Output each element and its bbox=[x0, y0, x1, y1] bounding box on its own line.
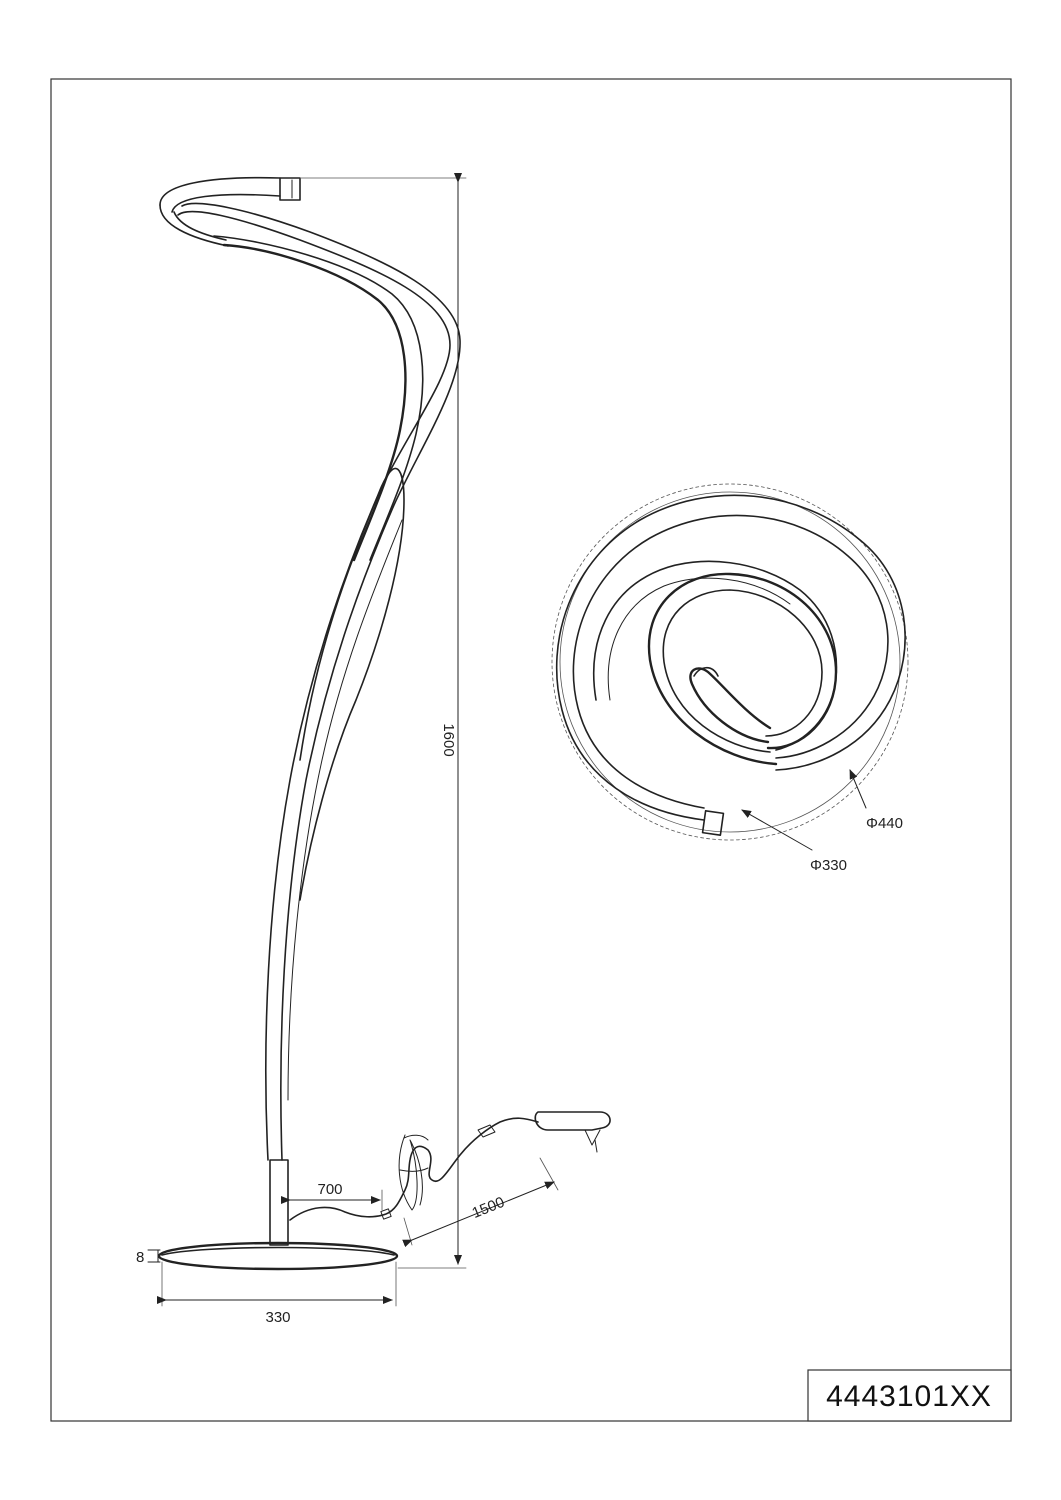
base-diameter-label: 330 bbox=[265, 1309, 290, 1326]
spiral-endcap bbox=[701, 810, 725, 836]
lamp-top-view bbox=[551, 483, 909, 841]
lamp-base-disk bbox=[157, 1241, 399, 1271]
power-cable bbox=[289, 1117, 539, 1221]
base-thickness-dimension bbox=[147, 1249, 161, 1263]
lamp-head-endcap bbox=[279, 177, 301, 201]
drawing-frame bbox=[50, 78, 1012, 1422]
inline-switch bbox=[380, 1208, 392, 1220]
product-code: 4443101XX bbox=[826, 1380, 992, 1413]
cable-1500-dimension bbox=[402, 1157, 559, 1248]
lamp-head-curl-inner bbox=[171, 193, 281, 213]
spiral-arm bbox=[592, 560, 838, 751]
lamp-side-view bbox=[157, 176, 611, 1271]
outer-diameter-circle bbox=[551, 483, 909, 841]
lamp-stem-sleeve bbox=[269, 1159, 289, 1246]
outer-diameter-leader bbox=[849, 769, 867, 809]
lamp-stem-inner bbox=[181, 202, 461, 1161]
inner-diameter-circle bbox=[559, 491, 901, 833]
lamp-ribbon-lower-strand bbox=[299, 467, 405, 901]
inner-diameter-leader bbox=[741, 809, 813, 851]
lamp-head-curl-outer bbox=[159, 176, 281, 206]
cable-700-dimension bbox=[281, 1189, 383, 1211]
base-thickness-label: 8 bbox=[136, 1249, 144, 1266]
cable-coil bbox=[398, 1134, 429, 1211]
spiral-outer-band-inner bbox=[572, 514, 889, 809]
spiral-outer-band bbox=[555, 494, 906, 821]
title-block bbox=[807, 1369, 1012, 1422]
cable-1500-label: 1500 bbox=[470, 1194, 507, 1222]
cable-700-label: 700 bbox=[317, 1181, 342, 1198]
base-diameter-dimension bbox=[157, 1261, 397, 1307]
lamp-ribbon-upper-dark bbox=[222, 243, 407, 562]
lamp-stem-shadow bbox=[287, 519, 403, 1101]
spiral-inner-curl bbox=[689, 667, 772, 744]
inner-diameter-label: Φ330 bbox=[810, 857, 847, 874]
height-dimension bbox=[299, 173, 467, 1269]
lamp-head-curl-back bbox=[159, 204, 229, 247]
lamp-ribbon-upper bbox=[213, 235, 424, 561]
outer-diameter-label: Φ440 bbox=[866, 815, 903, 832]
spiral-middle-band-inner bbox=[662, 589, 823, 753]
height-label: 1600 bbox=[440, 723, 457, 756]
power-adapter bbox=[534, 1111, 611, 1131]
